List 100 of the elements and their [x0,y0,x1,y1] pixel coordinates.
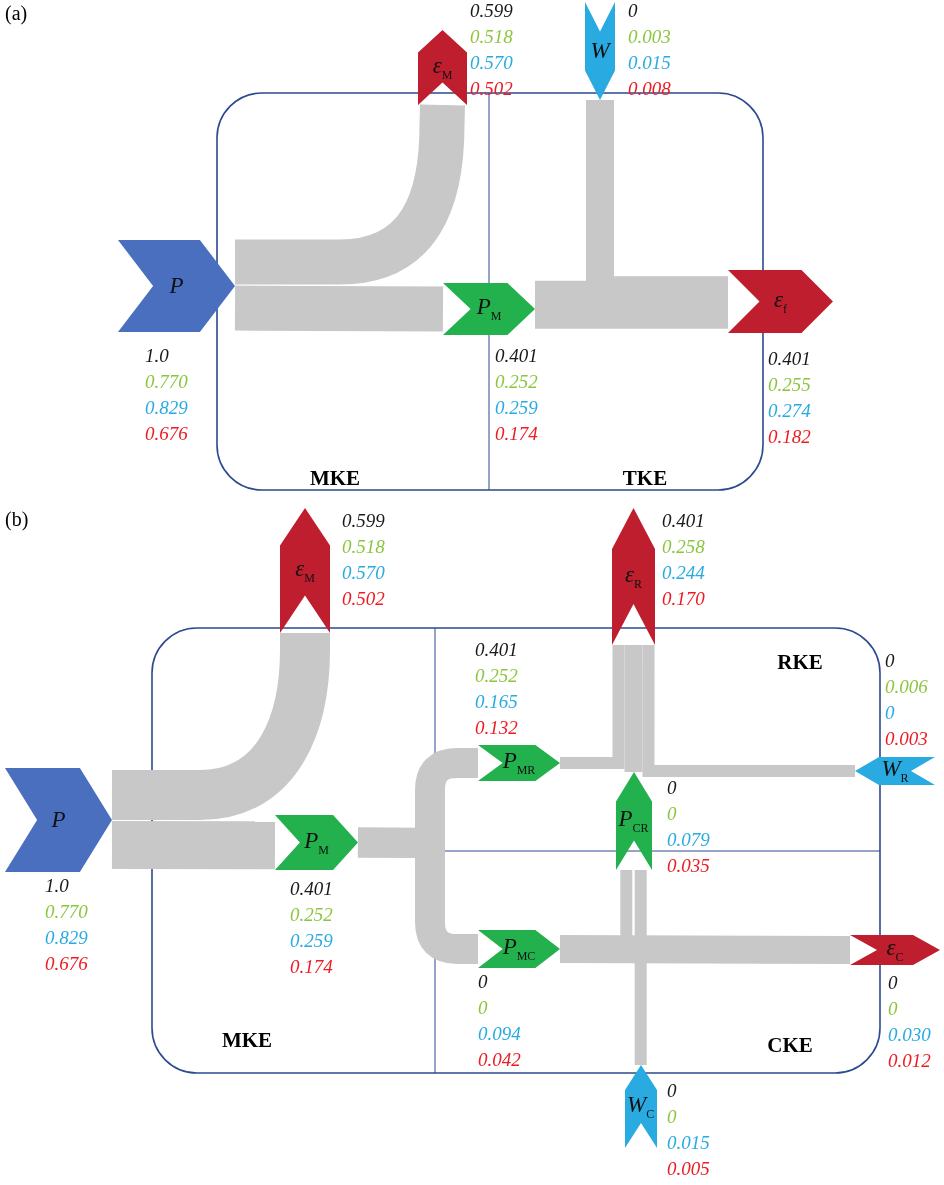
flow-band [624,645,643,772]
value-label: 1.0 [45,874,70,898]
value-label: 0.174 [495,422,538,446]
value-label: 0.259 [290,929,333,953]
value-label: 0 [888,997,899,1021]
value-label: 0 [628,0,639,23]
value-label: 0.252 [290,903,333,927]
value-label: 0.599 [470,0,513,23]
value-label: 0.252 [495,370,538,394]
arrow-label: W$_{R}$ [881,756,909,786]
value-label: 0 [478,996,489,1020]
flow-band [642,645,855,777]
value-label: 0.015 [667,1131,710,1155]
arrow-label: ε$_{M}$ [295,555,315,586]
arrow-label: P [51,807,66,833]
value-label: 0.244 [662,561,705,585]
flow-band [357,827,478,964]
region-label: RKE [777,649,823,675]
flow-arrow [5,768,112,872]
value-label: 0 [885,649,896,673]
arrow-label: ε$_{f}$ [773,286,788,317]
flow-arrow [280,508,330,633]
flow-arrow [275,815,358,870]
flow-band [559,935,851,964]
value-label: 0.094 [478,1022,521,1046]
arrow-label: P$_{CR}$ [618,806,649,836]
value-label: 0 [667,802,678,826]
flow-arrow [478,745,560,781]
value-label: 0.770 [145,370,188,394]
value-label: 0.174 [290,955,333,979]
flow-arrow [478,930,560,968]
value-label: 0.401 [290,877,333,901]
region-label: MKE [221,1027,273,1053]
value-label: 0.030 [888,1023,931,1047]
value-label: 0.502 [342,587,385,611]
flow-band [234,285,444,332]
value-label: 0.829 [45,926,88,950]
value-label: 0 [667,1079,678,1103]
value-label: 0.518 [470,25,513,49]
flow-arrow [585,2,615,100]
value-label: 0 [888,971,899,995]
region-label: MKE [309,465,361,491]
flow-arrow [624,1065,657,1148]
region-label: CKE [767,1032,813,1058]
value-label: 0.401 [662,509,705,533]
flow-arrow [443,283,535,335]
value-label: 0.015 [628,51,671,75]
value-label: 0.676 [45,952,88,976]
value-label: 0 [667,776,678,800]
value-label: 0.255 [768,373,811,397]
value-label: 0.676 [145,422,188,446]
value-label: 0.401 [495,344,538,368]
value-label: 0.570 [342,561,385,585]
panel-label: (a) [5,2,28,25]
value-label: 0.003 [628,25,671,49]
arrow-label: P$_{MC}$ [502,934,536,964]
arrow-label: P$_{M}$ [476,294,502,324]
flow-arrow [615,772,652,870]
panel-label: (b) [5,508,29,531]
arrow-label: W [590,38,610,64]
value-label: 0.401 [475,638,518,662]
flow-band [560,645,625,769]
arrow-label: ε$_{C}$ [886,935,904,965]
value-label: 0.042 [478,1048,521,1072]
value-label: 0.259 [495,396,538,420]
arrow-label: W$_{C}$ [627,1091,655,1122]
value-label: 0.035 [667,854,710,878]
flow-arrow [850,935,940,965]
value-label: 0.829 [145,396,188,420]
value-label: 0.132 [475,716,518,740]
region-label: TKE [622,465,668,491]
value-label: 0.401 [768,347,811,371]
value-label: 0.599 [342,509,385,533]
flow-arrow [855,757,935,785]
value-label: 0 [885,701,896,725]
value-label: 0.006 [885,675,928,699]
flow-arrow [728,270,833,333]
value-label: 1.0 [145,344,170,368]
value-label: 0.570 [470,51,513,75]
value-label: 0.005 [667,1157,710,1181]
flow-arrow [612,508,655,645]
arrow-label: P [169,273,184,299]
value-label: 0.770 [45,900,88,924]
arrow-label: P$_{M}$ [304,827,329,858]
value-label: 0.274 [768,399,811,423]
value-label: 0.170 [662,587,705,611]
value-label: 0.012 [888,1049,931,1073]
value-label: 0.003 [885,727,928,751]
arrow-label: ε$_{R}$ [624,561,643,592]
flow-arrow [118,240,235,332]
value-label: 0.165 [475,690,518,714]
flow-band [111,820,276,870]
value-label: 0.258 [662,535,705,559]
value-label: 0 [667,1105,678,1129]
value-label: 0.182 [768,425,811,449]
value-label: 0 [478,970,489,994]
flow-arrow [418,30,467,105]
value-label: 0.252 [475,664,518,688]
value-label: 0.518 [342,535,385,559]
flow-band [634,870,647,1065]
